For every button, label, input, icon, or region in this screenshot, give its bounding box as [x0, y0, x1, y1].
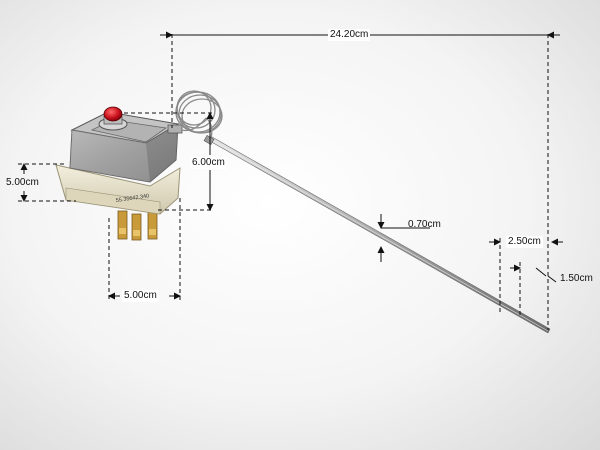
- terminal: [117, 210, 128, 240]
- dimension-label-bulb-length: 2.50cm: [506, 236, 543, 248]
- terminal-group: [117, 210, 158, 241]
- dimension-label-height-with-button: 6.00cm: [190, 157, 227, 169]
- terminal: [131, 213, 142, 241]
- dimension-label-capillary-diameter: 0.70cm: [408, 219, 441, 230]
- dimension-label-bulb-offset: 1.50cm: [560, 273, 593, 284]
- dimension-label-body-height: 5.00cm: [6, 177, 39, 188]
- probe-rod: [203, 134, 551, 334]
- dimension-label-probe-length: 24.20cm: [328, 29, 371, 41]
- dimension-label-body-width: 5.00cm: [122, 290, 159, 302]
- reset-button: [103, 106, 123, 122]
- product-marking: 55.35642.340: [115, 193, 149, 204]
- capillary-coil: [175, 90, 223, 143]
- thermostat-body: 55.35642.340: [55, 106, 183, 241]
